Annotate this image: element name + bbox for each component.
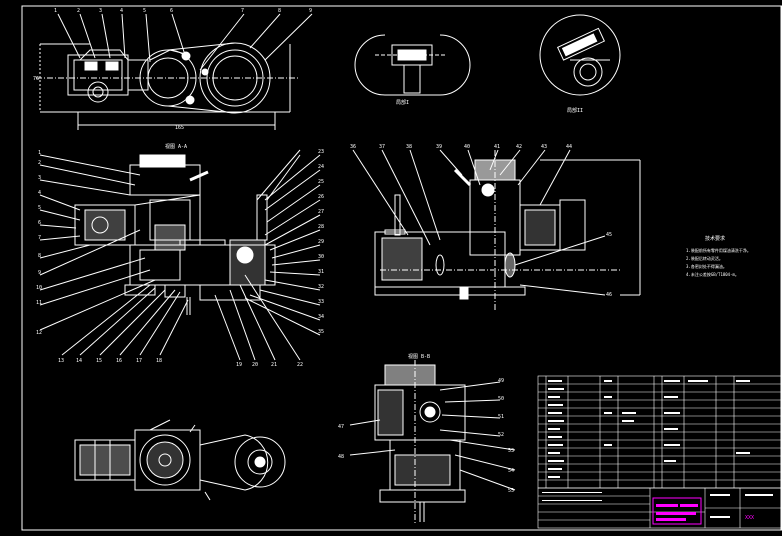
svg-text:45: 45 xyxy=(606,232,612,238)
svg-text:8: 8 xyxy=(278,8,281,14)
svg-text:47: 47 xyxy=(338,424,344,430)
svg-text:42: 42 xyxy=(516,144,522,150)
tech-note-4: 4.未注公差按GB/T1804-m。 xyxy=(686,271,739,277)
svg-text:41: 41 xyxy=(494,144,500,150)
svg-text:12: 12 xyxy=(36,330,42,336)
svg-text:11: 11 xyxy=(36,300,42,306)
svg-text:4: 4 xyxy=(38,190,41,196)
svg-text:2: 2 xyxy=(38,160,41,166)
tech-notes: 技术要求 1.装配前所有零件用煤油清洗干净。 2.装配后转动灵活。 3.各密封处… xyxy=(686,235,751,277)
section-a-drawing xyxy=(39,149,321,361)
svg-text:35: 35 xyxy=(318,329,324,335)
svg-text:18: 18 xyxy=(156,358,162,364)
svg-text:53: 53 xyxy=(508,448,514,454)
svg-text:7: 7 xyxy=(241,8,244,14)
svg-text:7: 7 xyxy=(38,235,41,241)
svg-text:36: 36 xyxy=(350,144,356,150)
front-view-drawing xyxy=(352,149,641,310)
svg-text:50: 50 xyxy=(498,396,504,402)
svg-text:13: 13 xyxy=(58,358,64,364)
svg-text:30: 30 xyxy=(318,254,324,260)
title-block-highlight: XXX xyxy=(652,497,754,525)
section-b-labels: 47 48 49 50 51 52 53 54 55 xyxy=(338,378,514,494)
svg-text:26: 26 xyxy=(318,194,324,200)
svg-text:9: 9 xyxy=(309,8,312,14)
title-block-marks xyxy=(542,492,773,518)
section-b-label: 视图 B-B xyxy=(408,353,430,360)
svg-text:9: 9 xyxy=(38,270,41,276)
top-left-labels: 1 2 3 4 5 6 7 8 9 165 76 xyxy=(33,8,312,131)
svg-text:43: 43 xyxy=(541,144,547,150)
svg-text:27: 27 xyxy=(318,209,324,215)
svg-text:24: 24 xyxy=(318,164,324,170)
svg-text:21: 21 xyxy=(271,362,277,368)
detail-2-drawing xyxy=(539,14,621,96)
front-view-labels: 36 37 38 39 40 41 42 43 44 45 46 xyxy=(350,144,612,298)
svg-text:37: 37 xyxy=(379,144,385,150)
svg-text:16: 16 xyxy=(116,358,122,364)
detail-2-label: 局部II xyxy=(567,107,583,114)
svg-text:40: 40 xyxy=(464,144,470,150)
title-block-mark: XXX xyxy=(745,515,754,521)
tech-note-1: 1.装配前所有零件用煤油清洗干净。 xyxy=(686,247,751,253)
svg-text:20: 20 xyxy=(252,362,258,368)
bom-table xyxy=(537,375,782,489)
title-block xyxy=(537,487,782,529)
svg-text:31: 31 xyxy=(318,269,324,275)
svg-text:44: 44 xyxy=(566,144,572,150)
svg-text:76: 76 xyxy=(33,76,39,82)
svg-text:51: 51 xyxy=(498,414,504,420)
svg-text:1: 1 xyxy=(38,150,41,156)
detail-1-drawing xyxy=(354,34,471,96)
svg-text:6: 6 xyxy=(38,220,41,226)
svg-text:8: 8 xyxy=(38,253,41,259)
svg-text:22: 22 xyxy=(297,362,303,368)
svg-text:39: 39 xyxy=(436,144,442,150)
svg-text:17: 17 xyxy=(136,358,142,364)
svg-text:4: 4 xyxy=(120,8,123,14)
svg-text:38: 38 xyxy=(406,144,412,150)
svg-text:49: 49 xyxy=(498,378,504,384)
svg-text:28: 28 xyxy=(318,224,324,230)
svg-text:32: 32 xyxy=(318,284,324,290)
svg-text:48: 48 xyxy=(338,454,344,460)
section-a-label: 视图 A-A xyxy=(165,143,187,150)
tech-note-3: 3.各密封处不得漏油。 xyxy=(686,263,727,269)
svg-text:52: 52 xyxy=(498,432,504,438)
tech-notes-title: 技术要求 xyxy=(705,235,725,242)
svg-text:1: 1 xyxy=(54,8,57,14)
svg-text:23: 23 xyxy=(318,149,324,155)
svg-text:15: 15 xyxy=(96,358,102,364)
svg-text:55: 55 xyxy=(508,488,514,494)
svg-text:3: 3 xyxy=(99,8,102,14)
svg-text:34: 34 xyxy=(318,314,324,320)
top-left-assembly xyxy=(36,13,313,130)
svg-text:25: 25 xyxy=(318,179,324,185)
detail-1-label: 局部I xyxy=(396,99,409,106)
svg-text:5: 5 xyxy=(143,8,146,14)
bom-table-marks xyxy=(548,380,750,478)
section-b-drawing xyxy=(349,360,516,525)
svg-text:5: 5 xyxy=(38,205,41,211)
svg-text:2: 2 xyxy=(77,8,80,14)
tech-note-2: 2.装配后转动灵活。 xyxy=(686,255,723,261)
svg-text:29: 29 xyxy=(318,239,324,245)
svg-text:165: 165 xyxy=(175,125,184,131)
svg-text:46: 46 xyxy=(606,292,612,298)
svg-text:33: 33 xyxy=(318,299,324,305)
svg-text:3: 3 xyxy=(38,175,41,181)
svg-text:54: 54 xyxy=(508,468,514,474)
top-view-drawing xyxy=(74,419,286,501)
drawing-border xyxy=(21,5,782,531)
svg-text:14: 14 xyxy=(76,358,82,364)
svg-text:6: 6 xyxy=(170,8,173,14)
svg-text:19: 19 xyxy=(236,362,242,368)
svg-text:10: 10 xyxy=(36,285,42,291)
